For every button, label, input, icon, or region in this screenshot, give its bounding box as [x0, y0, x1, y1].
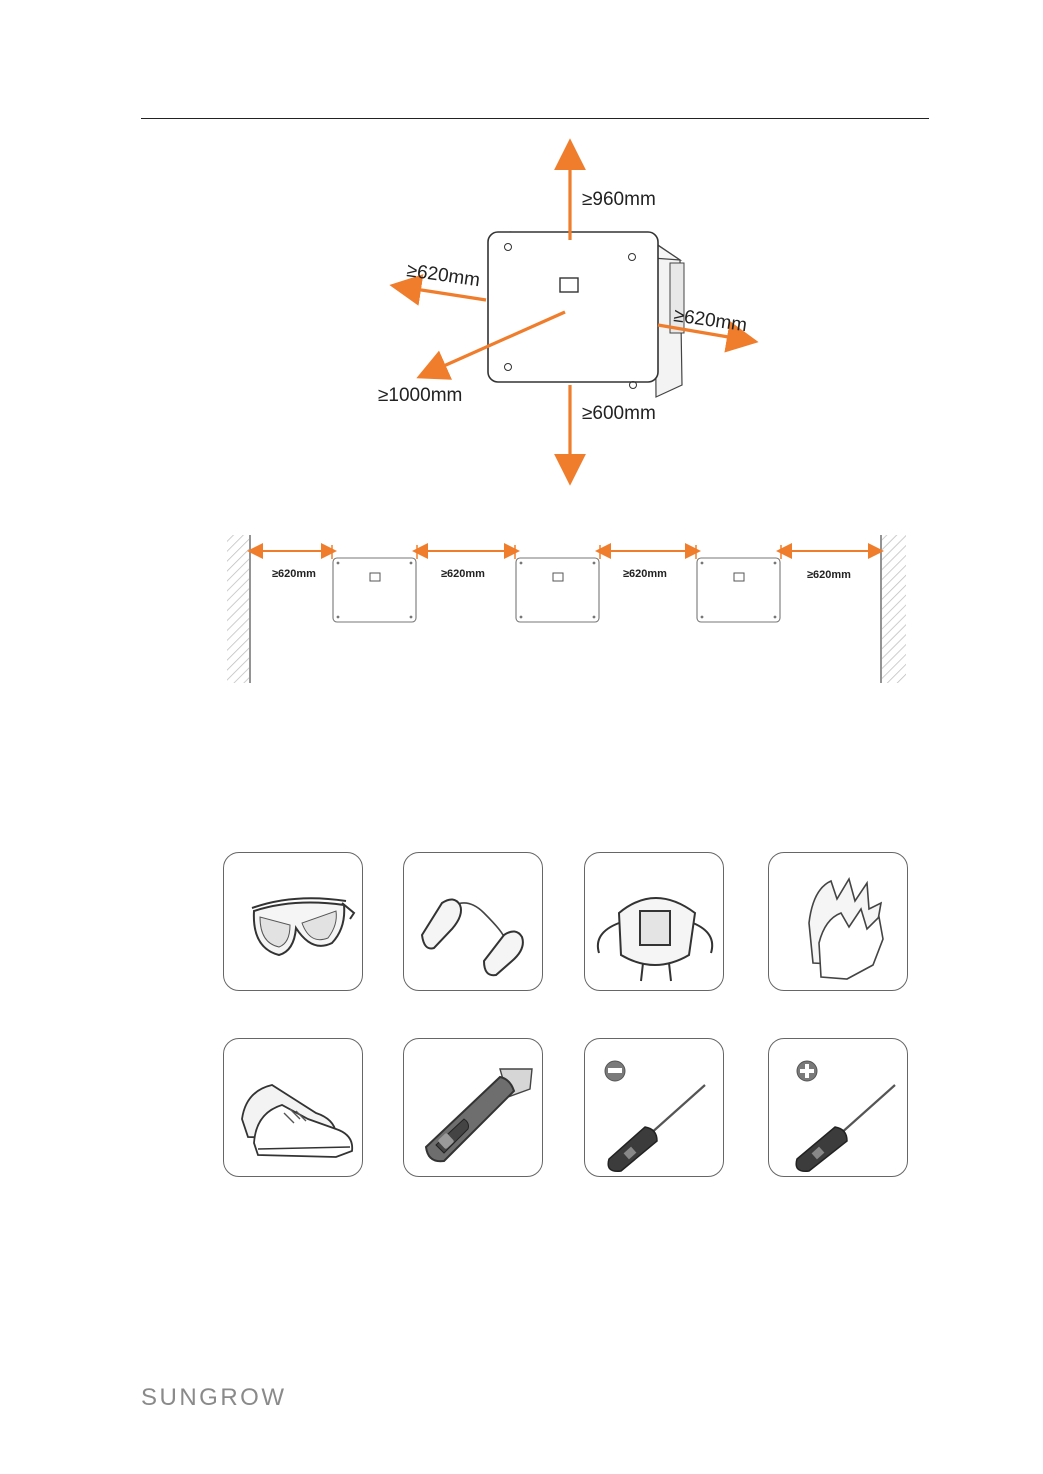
- tool-card-slotted-screwdriver: [584, 1038, 724, 1177]
- left-wall: [227, 535, 249, 683]
- spacing-diagram: ≥620mm ≥620mm ≥620mm ≥620mm: [225, 533, 910, 685]
- tool-card-shoes: [223, 1038, 363, 1177]
- inverter-illustration: [488, 232, 684, 397]
- utility-knife-icon: [404, 1039, 544, 1178]
- spacing-gap-1-label: ≥620mm: [272, 568, 316, 580]
- inverter-unit-2: [516, 558, 599, 622]
- sungrow-logo: SUNGROW: [141, 1384, 287, 1412]
- spacing-gap-4-label: ≥620mm: [807, 569, 851, 581]
- header-rule: [141, 118, 929, 119]
- clearance-diagram: ≥960mm ≥620mm ≥620mm ≥1000mm ≥600mm: [360, 135, 780, 490]
- earplugs-icon: [404, 853, 544, 992]
- inverter-unit-1: [333, 558, 416, 622]
- slotted-screwdriver-icon: [585, 1039, 725, 1178]
- tool-card-knife: [403, 1038, 543, 1177]
- tool-card-mask: [584, 852, 724, 991]
- clearance-left-label: ≥620mm: [405, 260, 481, 291]
- tool-card-goggles: [223, 852, 363, 991]
- right-wall: [882, 535, 906, 683]
- tool-card-earplugs: [403, 852, 543, 991]
- phillips-screwdriver-icon: [769, 1039, 909, 1178]
- clearance-bottom-label: ≥600mm: [582, 403, 656, 424]
- protective-gloves-icon: [769, 853, 909, 992]
- spacing-gap-2-label: ≥620mm: [441, 568, 485, 580]
- dust-mask-icon: [585, 853, 725, 992]
- safety-shoes-icon: [224, 1039, 364, 1178]
- clearance-top-label: ≥960mm: [582, 189, 656, 210]
- tool-card-gloves: [768, 852, 908, 991]
- tool-card-phillips-screwdriver: [768, 1038, 908, 1177]
- inverter-unit-3: [697, 558, 780, 622]
- spacing-gap-3-label: ≥620mm: [623, 568, 667, 580]
- safety-goggles-icon: [224, 853, 364, 992]
- clearance-front-label: ≥1000mm: [378, 385, 462, 406]
